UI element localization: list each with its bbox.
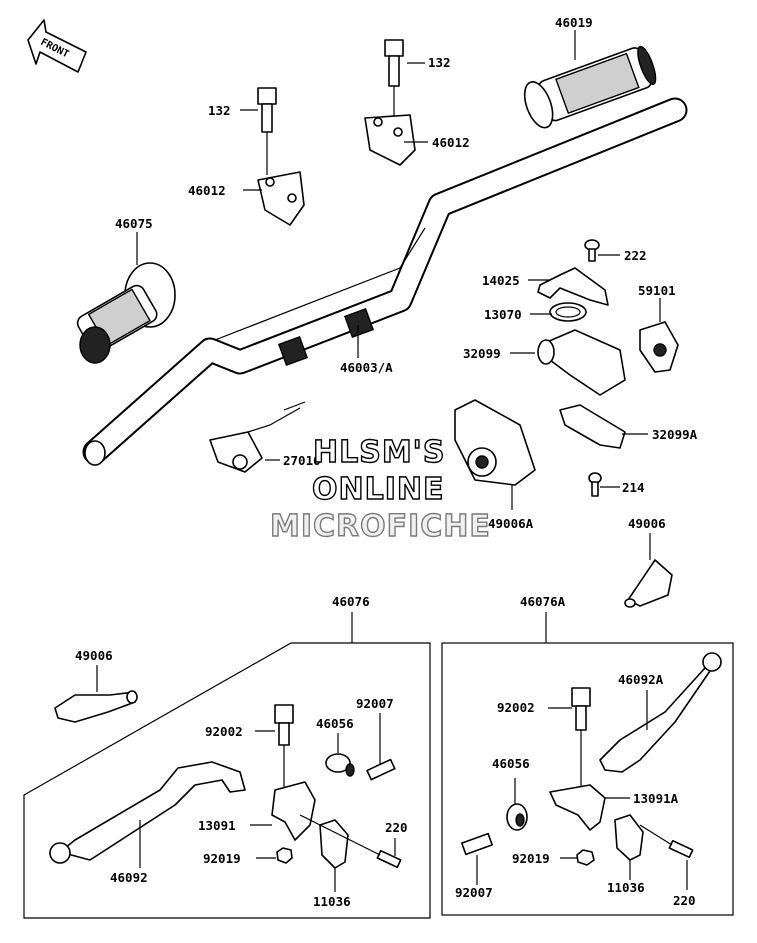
right-brake-assembly-46076a <box>441 612 734 916</box>
leader-lines-upper <box>136 30 661 560</box>
throttle-cap-49006a <box>454 399 536 486</box>
label-49006-right: 49006 <box>628 516 666 531</box>
left-clutch-assembly-46076 <box>23 612 431 919</box>
label-46056-right: 46056 <box>492 756 530 771</box>
watermark-line1: HLSM'S <box>313 435 445 470</box>
switch-27010 <box>209 401 306 473</box>
label-46076a: 46076A <box>520 594 566 609</box>
label-220-left: 220 <box>385 820 408 835</box>
label-46003: 46003/A <box>340 360 393 375</box>
label-92002-left: 92002 <box>205 724 243 739</box>
part-labels: 46019 132 132 46012 46012 46075 222 1402… <box>75 15 698 909</box>
housing-32099 <box>537 329 626 396</box>
cable-guide-14025 <box>537 267 609 306</box>
bolt-132-right <box>384 39 404 118</box>
label-46075: 46075 <box>115 216 153 231</box>
label-92007-left: 92007 <box>356 696 394 711</box>
label-46092a: 46092A <box>618 672 664 687</box>
label-11036-left: 11036 <box>313 894 351 909</box>
label-92019-right: 92019 <box>512 851 550 866</box>
label-46012-right: 46012 <box>432 135 470 150</box>
clamp-46012-left <box>257 171 305 226</box>
label-220-right: 220 <box>673 893 696 908</box>
label-13070: 13070 <box>484 307 522 322</box>
grip-46019 <box>523 45 657 129</box>
label-46076: 46076 <box>332 594 370 609</box>
label-46092: 46092 <box>110 870 148 885</box>
label-14025: 14025 <box>482 273 520 288</box>
label-46056-left: 46056 <box>316 716 354 731</box>
collar-13070 <box>549 302 587 322</box>
housing-32099a <box>559 404 626 449</box>
cover-59101 <box>639 321 679 373</box>
label-92019-left: 92019 <box>203 851 241 866</box>
label-49006-left: 49006 <box>75 648 113 663</box>
label-27010: 27010 <box>283 453 321 468</box>
watermark-line2: ONLINE <box>312 472 445 507</box>
front-arrow: FRONT <box>27 19 87 73</box>
watermark: HLSM'S ONLINE MICROFICHE <box>269 434 491 544</box>
boot-49006-right <box>624 559 673 608</box>
label-32099a: 32099A <box>652 427 698 442</box>
label-49006a: 49006A <box>488 516 534 531</box>
label-46019: 46019 <box>555 15 593 30</box>
label-92007-right: 92007 <box>455 885 493 900</box>
grip-46075 <box>76 262 176 364</box>
label-132-upper: 132 <box>428 55 451 70</box>
label-13091: 13091 <box>198 818 236 833</box>
label-32099: 32099 <box>463 346 501 361</box>
label-59101: 59101 <box>638 283 676 298</box>
label-11036-right: 11036 <box>607 880 645 895</box>
label-46012-left: 46012 <box>188 183 226 198</box>
screw-214 <box>588 472 602 497</box>
label-13091a: 13091A <box>633 791 679 806</box>
label-132-lower: 132 <box>208 103 231 118</box>
screw-222 <box>584 239 600 262</box>
clamp-46012-right <box>364 114 416 166</box>
watermark-line3: MICROFICHE <box>270 509 491 544</box>
label-92002-right: 92002 <box>497 700 535 715</box>
handlebar <box>82 97 688 466</box>
label-214: 214 <box>622 480 645 495</box>
label-222: 222 <box>624 248 647 263</box>
bolt-132-left <box>257 87 277 175</box>
